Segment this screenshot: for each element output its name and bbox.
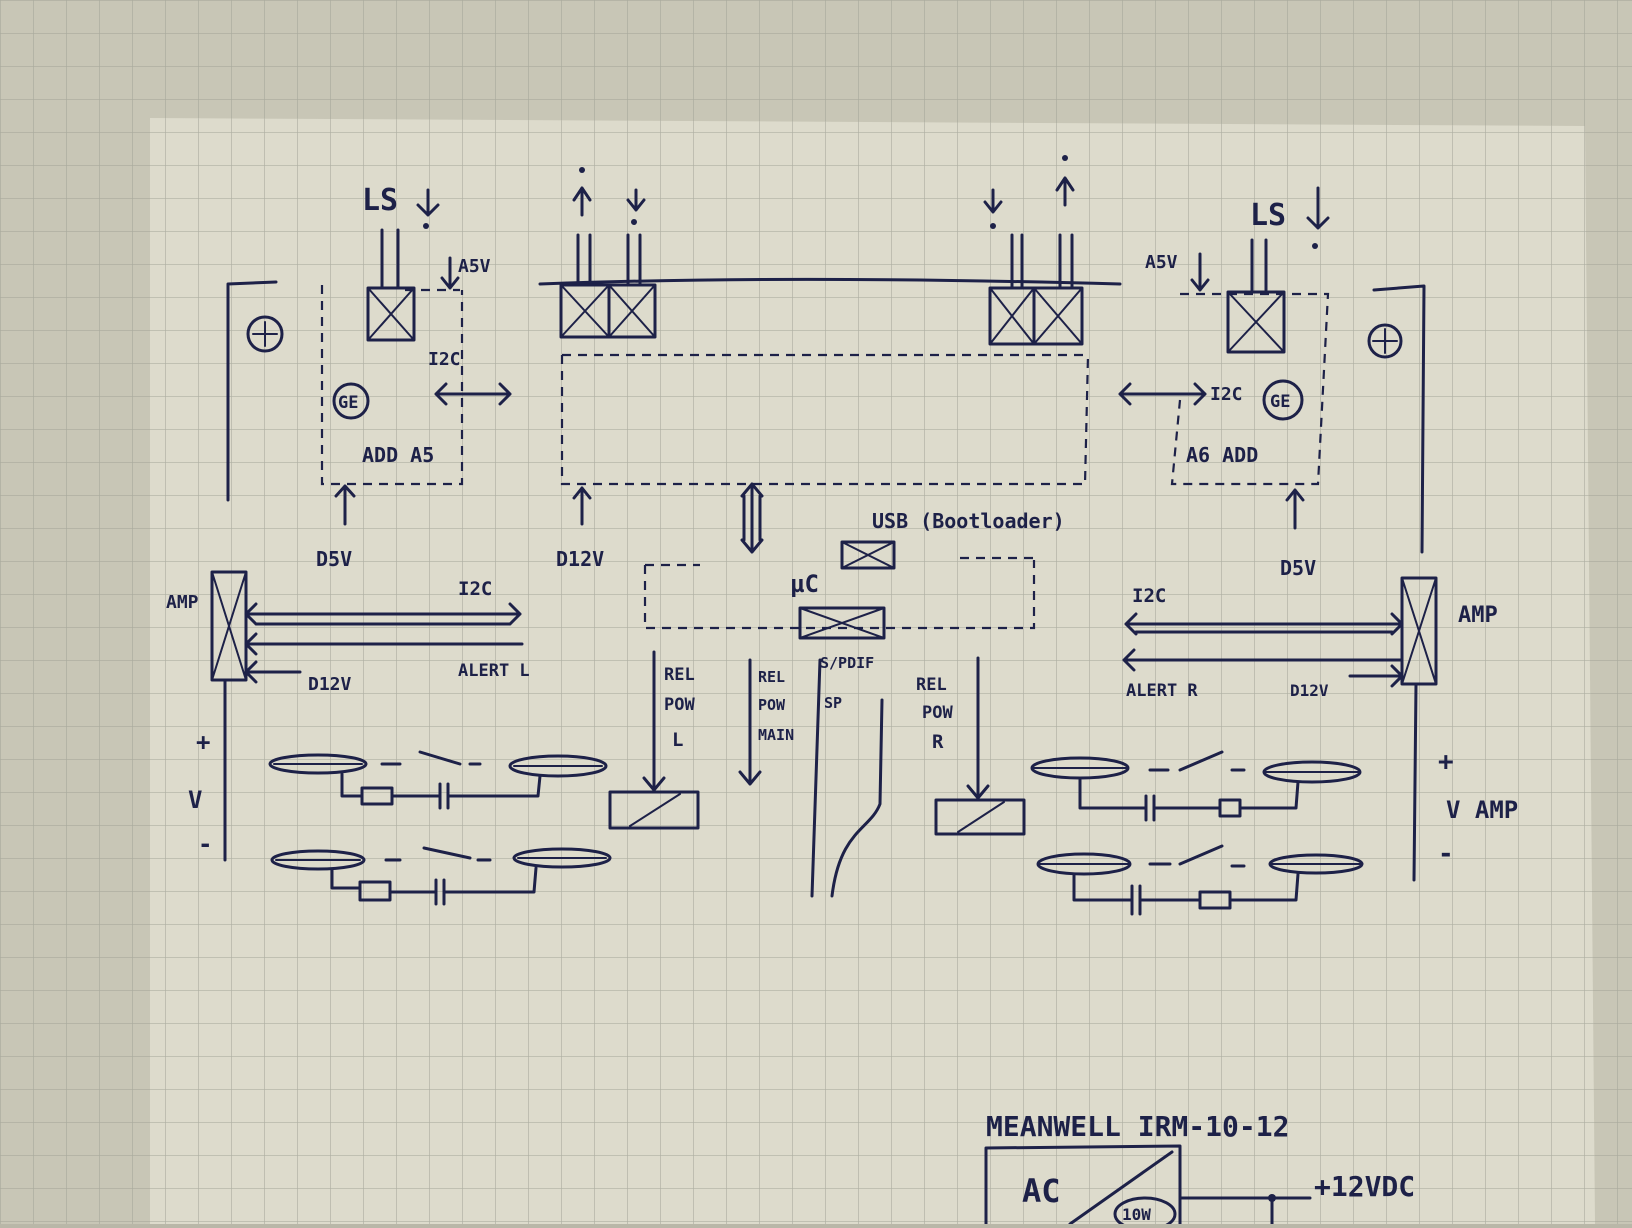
- d5v-left-label: D5V: [316, 547, 352, 571]
- d12v-center-label: D12V: [556, 547, 604, 571]
- rel-pow-main-line2: POW: [758, 696, 786, 714]
- spdif-line2: SP: [824, 694, 842, 712]
- ge-right-label: GE: [1270, 392, 1290, 412]
- v-left-plus: +: [196, 728, 210, 756]
- psu-out-label: +12VDC: [1314, 1170, 1415, 1203]
- top-rail: [538, 278, 1122, 286]
- amp-right-label: AMP: [1458, 603, 1498, 628]
- i2c-mid-right-label: I2C: [1132, 585, 1166, 607]
- rel-pow-main-line3: MAIN: [758, 726, 794, 744]
- d12v-right-label: D12V: [1290, 681, 1329, 700]
- v-amp-right-label: V AMP: [1446, 796, 1518, 824]
- rel-pow-r-line3: R: [932, 731, 944, 753]
- add-a5-label: ADD A5: [362, 443, 434, 467]
- a5v-right-label: A5V: [1145, 252, 1178, 273]
- right-speaker-terminals: + V AMP -: [1030, 682, 1518, 916]
- rel-pow-main-line1: REL: [758, 668, 785, 686]
- v-left-v: V: [188, 786, 202, 814]
- d5v-right-label: D5V: [1280, 556, 1316, 580]
- rel-pow-l-line2: POW: [664, 695, 695, 715]
- rel-pow-l-line1: REL: [664, 665, 695, 685]
- left-amp: AMP I2C D12V ALERT L: [166, 570, 530, 695]
- right-amp: AMP I2C ALERT R D12V: [1122, 576, 1498, 701]
- v-amp-right-plus: +: [1438, 747, 1454, 777]
- usb-bootloader-label: USB (Bootloader): [872, 509, 1065, 533]
- ge-left-badge: [332, 382, 370, 420]
- psu-title-label: MEANWELL IRM-10-12: [986, 1110, 1289, 1143]
- top-left-speaker-connectors: [559, 167, 657, 339]
- ls-left-connector: LS: [362, 183, 440, 342]
- ls-right-label: LS: [1250, 198, 1286, 233]
- relay-lines: REL POW L REL POW MAIN S/PDIF SP REL POW…: [608, 650, 1026, 898]
- v-left-minus: -: [198, 830, 212, 858]
- rel-pow-l-line3: L: [672, 729, 683, 751]
- psu-block: MEANWELL IRM-10-12 AC 10W +12VDC: [984, 1110, 1415, 1228]
- psu-ac-label: AC: [1022, 1172, 1061, 1210]
- ge-left-label: GE: [338, 393, 358, 413]
- amp-left-label: AMP: [166, 592, 199, 613]
- spdif-line1: S/PDIF: [820, 654, 874, 672]
- a6-add-label: A6 ADD: [1186, 443, 1258, 467]
- d12v-left-label: D12V: [308, 674, 352, 695]
- v-amp-right-minus: -: [1438, 839, 1454, 869]
- ls-left-label: LS: [362, 183, 398, 218]
- a5v-left-label: A5V: [458, 256, 491, 277]
- center-board: D12V: [556, 353, 1090, 571]
- ge-right-badge: [1262, 379, 1304, 421]
- rel-pow-r-line2: POW: [922, 703, 953, 723]
- alert-r-label: ALERT R: [1126, 681, 1198, 701]
- rel-pow-r-line1: REL: [916, 675, 947, 695]
- right-module: A5V I2C GE A6 ADD D5V: [1118, 252, 1426, 580]
- i2c-mid-left-label: I2C: [458, 578, 492, 600]
- psu-watts-label: 10W: [1122, 1205, 1151, 1224]
- i2c-top-right-label: I2C: [1210, 384, 1243, 405]
- ls-right-connector: LS: [1226, 186, 1330, 354]
- i2c-top-left-label: I2C: [428, 349, 461, 370]
- uc-label: µC: [790, 570, 819, 598]
- uc-block: USB (Bootloader) µC: [643, 509, 1065, 640]
- left-module: A5V I2C GE ADD A5 D5V: [226, 256, 512, 571]
- top-right-speaker-connectors: [983, 155, 1084, 346]
- alert-l-label: ALERT L: [458, 661, 530, 681]
- left-speaker-terminals: + V -: [188, 678, 612, 906]
